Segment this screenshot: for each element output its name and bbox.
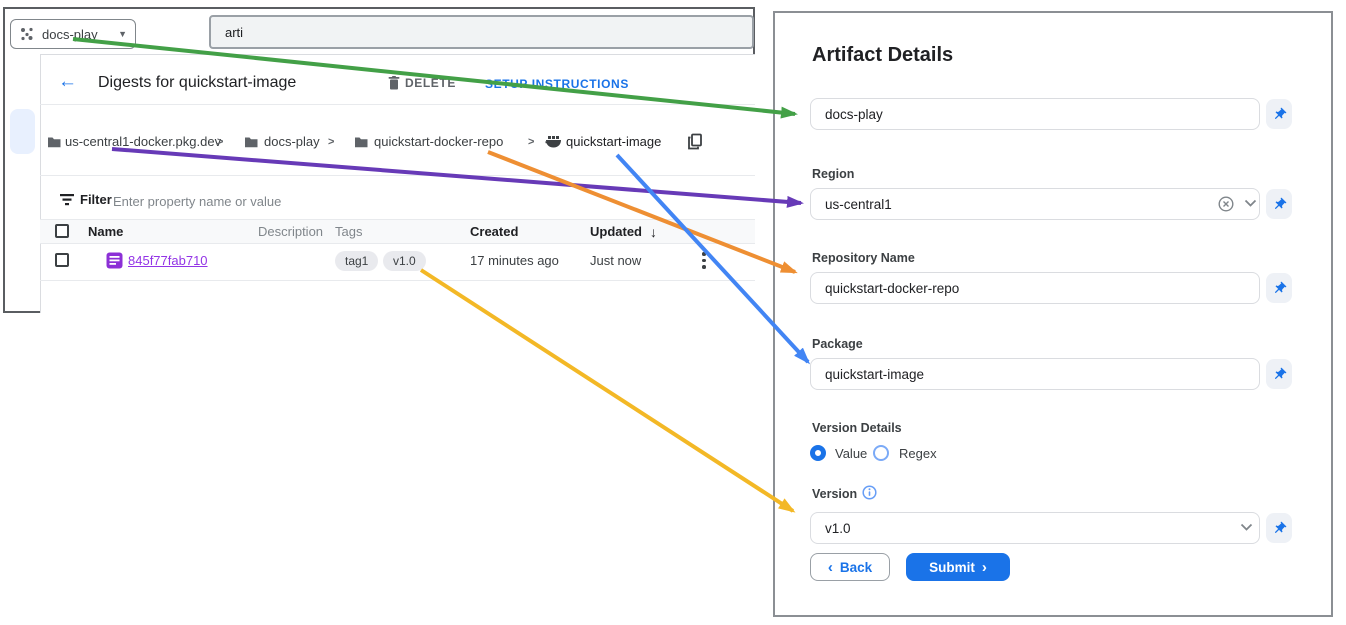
column-header-created[interactable]: Created [470,224,519,239]
column-header-description: Description [258,224,324,239]
chevron-left-icon: ‹ [827,558,833,576]
filter-icon [60,194,74,206]
page-title: Digests for quickstart-image [98,74,297,91]
version-label: Version [812,487,858,501]
chevron-down-icon[interactable] [1240,523,1253,532]
pin-button[interactable] [1266,359,1292,389]
radio-value[interactable] [810,445,826,461]
form-title: Artifact Details [812,44,954,66]
breadcrumb-item-project[interactable]: docs-play [264,134,320,149]
sort-desc-icon[interactable]: ↓ [650,224,657,240]
repository-field[interactable] [810,272,1260,304]
divider [40,280,755,281]
repository-label: Repository Name [812,251,915,265]
project-dots-icon [21,27,33,41]
radio-regex[interactable] [873,445,889,461]
divider [40,104,755,105]
chevron-down-icon[interactable] [1244,199,1257,208]
select-all-checkbox[interactable] [55,224,69,238]
column-header-updated[interactable]: Updated [590,224,642,239]
push-pin-icon [1274,281,1286,293]
chevron-right-icon: › [981,558,987,576]
pin-button[interactable] [1266,189,1292,219]
version-details-label: Version Details [812,421,902,435]
back-arrow-icon[interactable]: ← [58,71,77,92]
radio-regex-label[interactable]: Regex [899,446,937,461]
package-label: Package [812,337,863,351]
back-button[interactable]: ‹ Back [810,553,890,581]
console-search-bar [209,15,754,49]
digest-link[interactable]: 845f77fab710 [128,253,208,268]
row-overflow-menu-icon[interactable] [702,252,706,272]
breadcrumb-separator: > [328,136,335,148]
clear-icon[interactable] [1218,196,1234,212]
divider [40,175,755,176]
chevron-down-icon: ▼ [118,29,127,39]
setup-instructions-label: SETUP INSTRUCTIONS [485,77,629,91]
created-cell: 17 minutes ago [470,253,559,268]
tag-chip: v1.0 [383,251,426,271]
pin-button[interactable] [1266,273,1292,303]
breadcrumb-item-package: quickstart-image [566,134,662,149]
project-selector-label: docs-play [42,26,98,42]
trash-icon [388,76,400,90]
column-header-name[interactable]: Name [88,224,124,239]
console-search-input[interactable] [211,17,752,47]
radio-value-label[interactable]: Value [835,446,868,461]
console-window: docs-play ▼ ← Digests for quickstart-ima… [3,7,755,313]
tag-chip: tag1 [335,251,379,271]
folder-icon [245,137,258,148]
delete-button-label: DELETE [405,76,456,90]
region-field[interactable] [810,188,1260,220]
filter-label: Filter [80,192,112,207]
project-field[interactable] [810,98,1260,130]
version-field[interactable] [810,512,1260,544]
submit-button-label: Submit [929,559,975,575]
push-pin-icon [1274,521,1286,533]
push-pin-icon [1274,367,1286,379]
folder-icon [355,137,368,148]
copy-icon[interactable] [687,133,703,150]
info-icon[interactable] [862,485,877,500]
filter-input[interactable] [113,189,673,213]
breadcrumb-item-host[interactable]: us-central1-docker.pkg.dev [65,134,222,149]
pin-button[interactable] [1266,513,1292,543]
back-button-label: Back [839,559,873,575]
push-pin-icon [1274,197,1286,209]
project-selector[interactable]: docs-play ▼ [10,19,136,49]
submit-button[interactable]: Submit › [906,553,1010,581]
breadcrumb-separator: > [528,136,535,148]
push-pin-icon [1274,107,1286,119]
setup-instructions-button[interactable]: SETUP INSTRUCTIONS [485,77,629,91]
breadcrumb-separator: > [217,136,224,148]
folder-icon [48,137,61,148]
container-image-icon [545,136,561,148]
column-header-tags: Tags [335,224,363,239]
table-header-row [40,219,755,244]
content-card [40,54,755,313]
pin-button[interactable] [1266,99,1292,129]
region-label: Region [812,167,855,181]
delete-button[interactable]: DELETE [388,76,456,90]
row-checkbox[interactable] [55,253,69,267]
digest-icon [106,252,123,269]
package-field[interactable] [810,358,1260,390]
breadcrumb-item-repository[interactable]: quickstart-docker-repo [374,134,504,149]
nav-rail-selected-item[interactable] [10,109,35,154]
updated-cell: Just now [590,253,642,268]
